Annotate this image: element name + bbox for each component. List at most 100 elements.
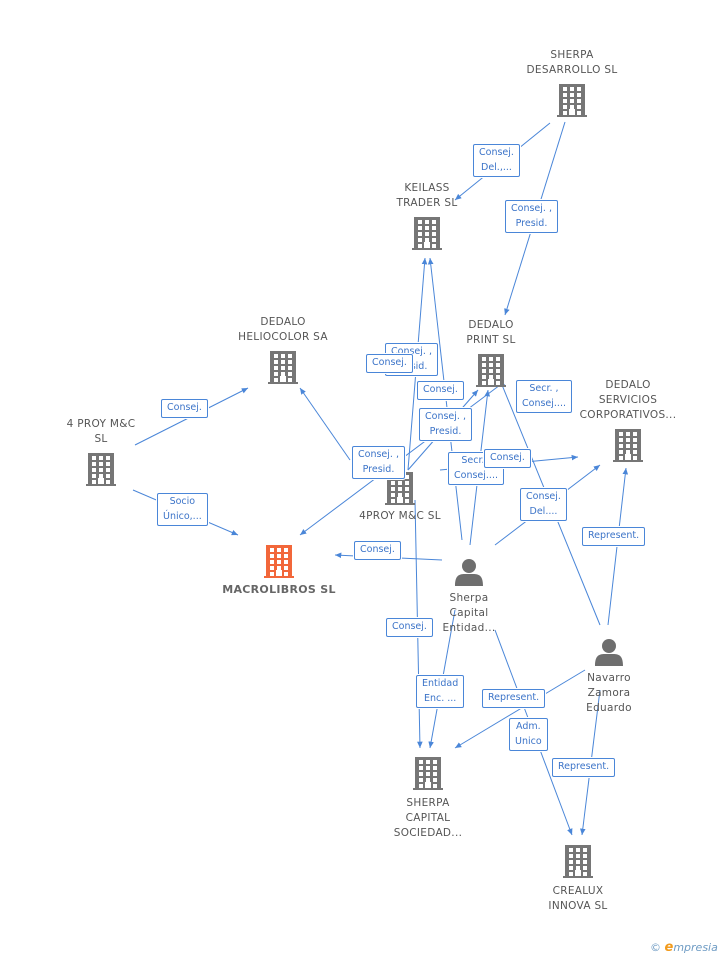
edge-label-line: Consej. [372, 357, 407, 368]
node-label-line: CAPITAL [405, 812, 451, 824]
node-label-line: Navarro [587, 672, 631, 684]
node-label-line: Eduardo [586, 702, 632, 714]
edge-label-line: Consej.... [454, 469, 498, 481]
node-label-dedalo_servicios[interactable]: DEDALO SERVICIOS CORPORATIVOS... [563, 378, 693, 423]
building-icon[interactable] [563, 845, 593, 878]
edge-label-consej-presid-4[interactable]: Consej. , Presid. [419, 408, 472, 441]
node-label-line: 4PROY M&C SL [359, 510, 441, 522]
edge-label-line: Socio [169, 496, 196, 507]
edge-label-line: Consej. , [391, 346, 432, 357]
edge-label-line: Presid. [362, 463, 395, 475]
node-label-line: Entidad... [442, 622, 496, 634]
node-label-line: INNOVA SL [548, 900, 608, 912]
node-label-crealux[interactable]: CREALUX INNOVA SL [513, 884, 643, 914]
node-label-macrolibros[interactable]: MACROLIBROS SL [214, 582, 344, 597]
edge-navarro-to-sherpa_capital_soc [454, 669, 586, 749]
edge-label-line: Entidad [422, 678, 459, 689]
building-icon[interactable] [413, 757, 443, 790]
edge-label-adm-unico[interactable]: Adm. Unico [509, 718, 548, 751]
edge-label-line: Presid. [429, 425, 462, 437]
building-icon[interactable] [268, 351, 298, 384]
node-label-dedalo_helio[interactable]: DEDALO HELIOCOLOR SA [218, 315, 348, 345]
edge-label-consej-4[interactable]: Consej. [484, 449, 531, 468]
copyright-icon: © [650, 941, 661, 954]
node-label-line: HELIOCOLOR SA [238, 331, 328, 343]
node-label-line: KEILASS [404, 182, 450, 194]
edge-label-represent-1[interactable]: Represent. [582, 527, 646, 546]
edge-label-line: Consej. , [511, 203, 552, 214]
node-label-line: DESARROLLO SL [526, 64, 618, 76]
edge-label-represent-2[interactable]: Represent. [482, 689, 546, 708]
edge-navarro-to-dedalo_servicios [607, 467, 629, 626]
node-label-line: SOCIEDAD... [393, 827, 463, 839]
edge-label-secr-consej-2[interactable]: Secr. , Consej.... [516, 380, 572, 413]
node-label-line: CREALUX [552, 885, 604, 897]
edge-label-line: Represent. [488, 692, 540, 703]
edge-label-consej-presid-3[interactable]: Consej. , Presid. [352, 446, 405, 479]
edge-label-line: Represent. [558, 761, 610, 772]
edge-label-consej-1[interactable]: Consej. [161, 399, 208, 418]
edge-label-line: Consej. [423, 384, 458, 395]
edge-label-line: Represent. [588, 530, 640, 541]
edge-label-line: Adm. [516, 721, 541, 732]
node-label-line: Capital [449, 607, 489, 619]
node-label-proy4mc[interactable]: 4PROY M&C SL [335, 509, 465, 524]
node-label-line: DEDALO [468, 319, 514, 331]
edge-label-line: Del.,... [481, 161, 512, 173]
node-label-line: SERVICIOS [598, 394, 658, 406]
edge-label-consej-2[interactable]: Consej. [366, 354, 413, 373]
edge-label-line: Del.... [529, 505, 558, 517]
node-label-sherpa_desarrollo[interactable]: SHERPA DESARROLLO SL [507, 48, 637, 78]
edge-label-line: Secr. , [461, 455, 491, 466]
edge-label-line: Unico [515, 735, 542, 747]
edge-label-consej-presid-1[interactable]: Consej. , Presid. [505, 200, 558, 233]
edge-label-line: Consej. , [425, 411, 466, 422]
building-icon[interactable] [557, 84, 587, 117]
node-label-line: PRINT SL [466, 334, 516, 346]
node-label-line: DEDALO [260, 316, 306, 328]
node-label-line: DEDALO [605, 379, 651, 391]
building-icon[interactable] [476, 354, 506, 387]
person-icon[interactable] [595, 639, 623, 666]
edge-label-line: Consej. [392, 621, 427, 632]
edge-label-consej-3[interactable]: Consej. [417, 381, 464, 400]
node-label-line: SHERPA [406, 797, 450, 809]
node-label-keilass[interactable]: KEILASS TRADER SL [362, 181, 492, 211]
edge-label-consej-5[interactable]: Consej. [354, 541, 401, 560]
node-label-line: MACROLIBROS SL [222, 583, 336, 596]
edge-label-line: Consej. , [358, 449, 399, 460]
footer-brand[interactable]: © empresia [650, 940, 718, 955]
edge-label-line: Presid. [515, 217, 548, 229]
node-label-line: SL [94, 433, 108, 445]
brand-name: empresia [664, 940, 718, 955]
edge-proy4mc-to-dedalo_helio [299, 387, 351, 461]
node-label-line: SHERPA [550, 49, 594, 61]
edge-label-line: Secr. , [529, 383, 559, 394]
edge-label-consej-del-2[interactable]: Consej. Del.... [520, 488, 567, 521]
node-label-sherpa_capital_soc[interactable]: SHERPA CAPITAL SOCIEDAD... [363, 796, 493, 841]
building-icon[interactable] [264, 545, 294, 578]
edge-label-line: Consej.... [522, 397, 566, 409]
edge-label-represent-3[interactable]: Represent. [552, 758, 616, 777]
person-icon[interactable] [455, 559, 483, 586]
edge-label-consej-6[interactable]: Consej. [386, 618, 433, 637]
node-label-line: TRADER SL [396, 197, 458, 209]
node-label-line: Sherpa [449, 592, 489, 604]
building-icon[interactable] [86, 453, 116, 486]
edge-label-line: Enc. ... [423, 692, 457, 704]
node-label-line: Zamora [587, 687, 631, 699]
building-icon[interactable] [613, 429, 643, 462]
node-label-dedalo_print[interactable]: DEDALO PRINT SL [426, 318, 556, 348]
edge-label-line: Consej. [490, 452, 525, 463]
edge-label-line: Consej. [479, 147, 514, 158]
building-icon[interactable] [412, 217, 442, 250]
node-label-line: CORPORATIVOS... [579, 409, 677, 421]
edge-label-consej-del-1[interactable]: Consej. Del.,... [473, 144, 520, 177]
edge-label-line: Consej. [167, 402, 202, 413]
edge-label-line: Consej. [526, 491, 561, 502]
